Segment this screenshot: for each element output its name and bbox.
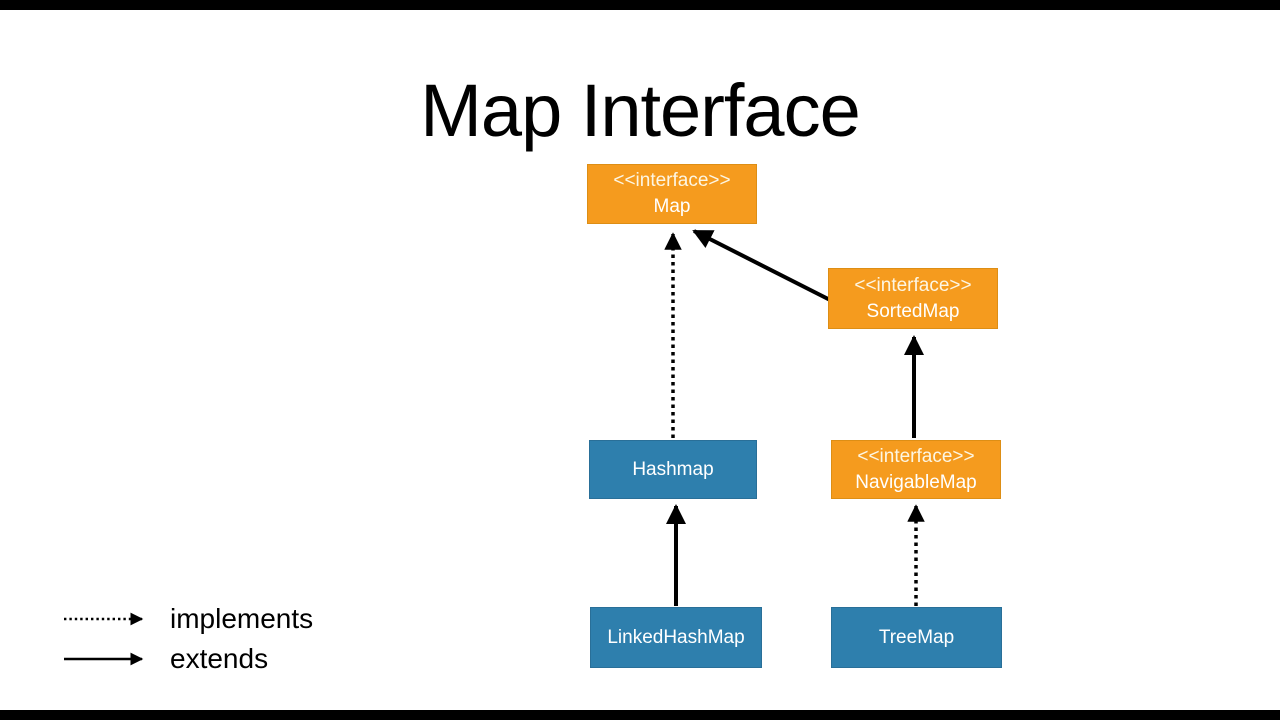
letterbox-top [0,0,1280,10]
node-navigablemap-interface: <<interface>> NavigableMap [831,440,1001,499]
legend-row-implements: implements [60,602,313,636]
extends-arrow-icon [64,652,144,666]
node-treemap-class: TreeMap [831,607,1002,668]
node-sortedmap-label: SortedMap [866,300,960,322]
node-navigablemap-stereotype: <<interface>> [857,445,975,467]
node-map-stereotype: <<interface>> [613,170,731,191]
legend-row-extends: extends [60,642,268,676]
legend-extends-label: extends [170,643,269,674]
node-map-label: Map [653,196,691,217]
legend-implements-label: implements [170,603,314,634]
node-sortedmap-interface: <<interface>> SortedMap [828,268,998,329]
implements-arrow-icon [64,612,144,626]
node-hashmap-class: Hashmap [589,440,757,499]
page-title: Map Interface [420,69,860,152]
node-sortedmap-stereotype: <<interface>> [854,274,972,296]
node-hashmap-label: Hashmap [632,458,714,480]
node-treemap-label: TreeMap [878,626,955,648]
node-linkedhashmap-label: LinkedHashMap [607,626,745,648]
letterbox-bottom [0,710,1280,720]
edge-sortedmap-extends-map [692,229,839,306]
node-navigablemap-label: NavigableMap [855,471,977,493]
node-map-interface: <<interface>> Map [587,164,757,224]
node-linkedhashmap-class: LinkedHashMap [590,607,762,668]
